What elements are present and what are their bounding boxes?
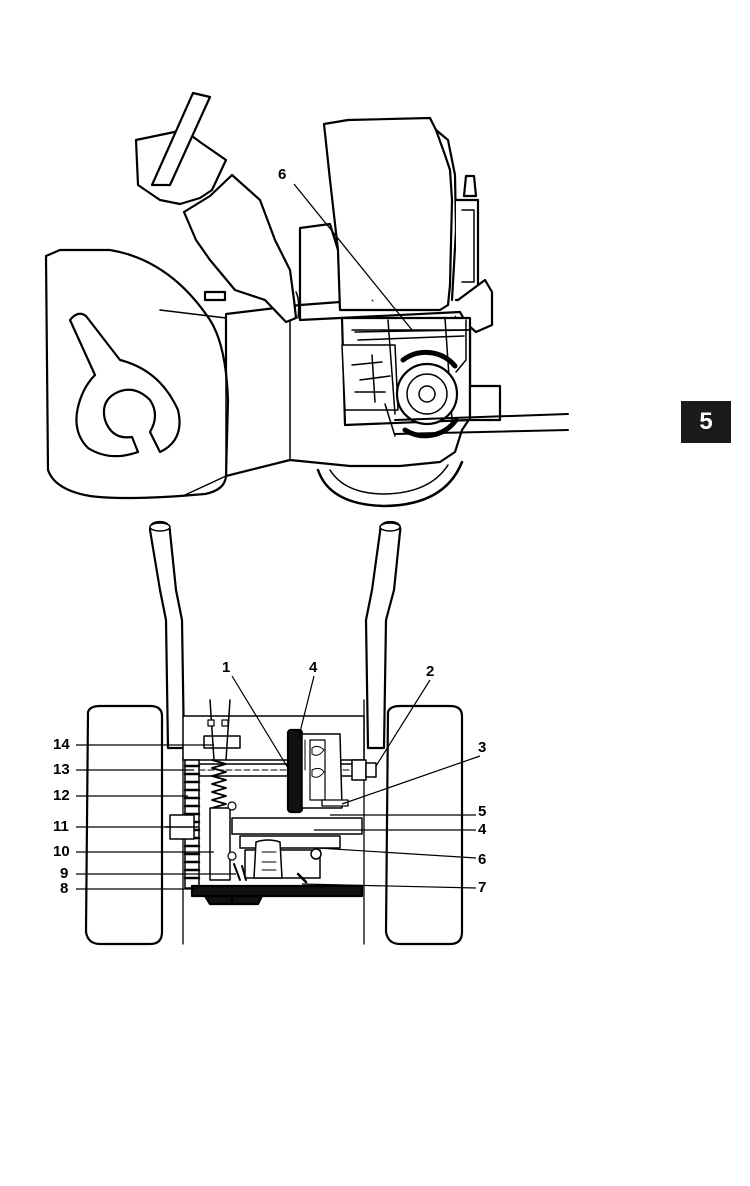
- callout-rear-11: 11: [53, 819, 69, 835]
- callout-rear-1: 1: [222, 660, 230, 676]
- callout-rear-14: 14: [53, 737, 70, 753]
- callout-rear-5: 5: [478, 804, 486, 820]
- callout-rear-4a: 4: [309, 660, 317, 676]
- callout-rear-2: 2: [426, 664, 434, 680]
- callout-rear-8: 8: [60, 881, 68, 897]
- callout-rear-7: 7: [478, 880, 486, 896]
- callout-rear-4b: 4: [478, 822, 486, 838]
- callout-rear-13: 13: [53, 762, 70, 778]
- callout-rear-10: 10: [53, 844, 70, 860]
- callout-rear-6: 6: [478, 852, 486, 868]
- callout-rear-3: 3: [478, 740, 486, 756]
- snowblower-side-view-icon: [46, 93, 568, 506]
- section-tab: 5: [681, 401, 731, 443]
- callout-side-6: 6: [278, 167, 286, 183]
- snowblower-rear-view-icon: [86, 522, 462, 944]
- callout-rear-12: 12: [53, 788, 70, 804]
